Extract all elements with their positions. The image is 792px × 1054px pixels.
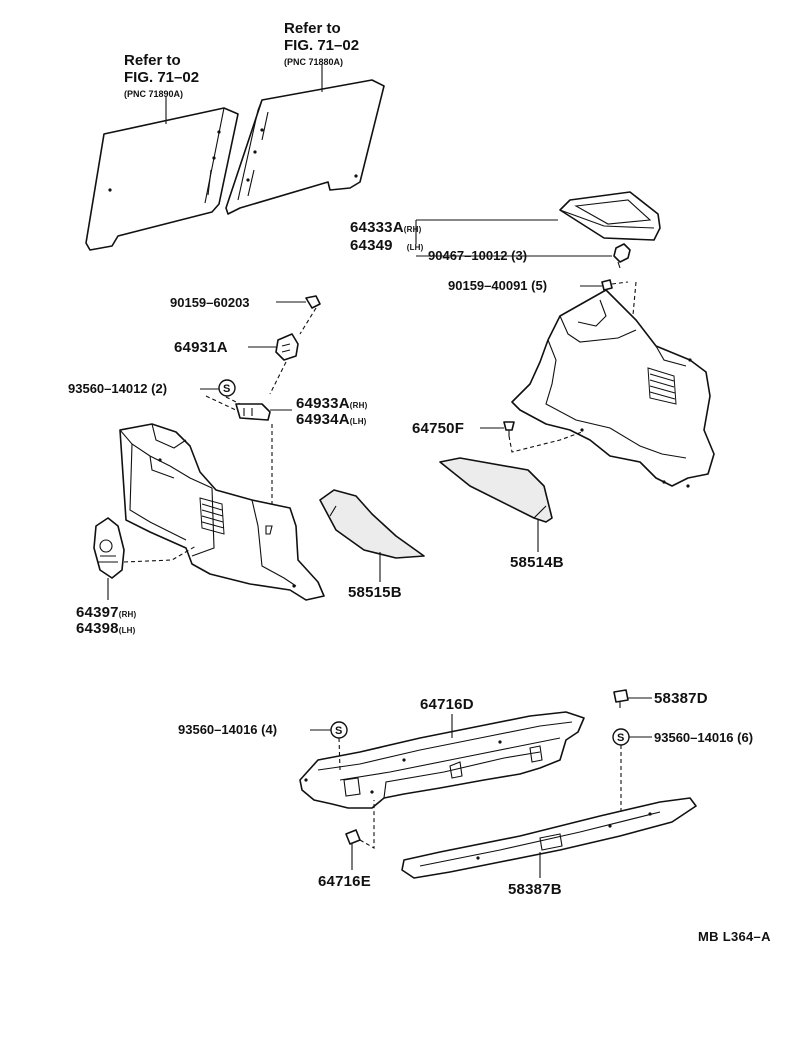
label-64333a: 64333A(RH) <box>350 219 422 236</box>
bracket-64933a <box>235 403 292 421</box>
side-trim-left <box>119 423 325 601</box>
label-64933a: 64933A(RH) <box>296 395 368 412</box>
screw-90159-40091 <box>580 279 629 291</box>
fastener-64750f <box>480 421 583 453</box>
label-64934a: 64934A(LH) <box>296 411 367 428</box>
trim-board-left <box>85 107 239 251</box>
label-64716d: 64716D <box>420 696 474 713</box>
trim-board-right <box>225 79 385 215</box>
ref-label-left: Refer to FIG. 71–02 (PNC 71890A) <box>124 52 200 99</box>
side-trim-right <box>511 289 715 488</box>
panel-58514b <box>439 457 553 523</box>
label-90467-10012: 90467–10012 (3) <box>428 248 528 263</box>
clip-90467 <box>613 243 631 269</box>
washer-93560-14016-6: S <box>612 728 652 818</box>
label-64398: 64398(LH) <box>76 620 136 637</box>
label-90159-40091: 90159–40091 (5) <box>448 278 548 293</box>
label-58387d: 58387D <box>654 690 708 707</box>
label-58515b: 58515B <box>348 584 402 601</box>
label-64397: 64397(RH) <box>76 604 137 621</box>
clip-58387d <box>613 689 652 708</box>
screw-90159-60203 <box>276 295 321 335</box>
sill-plate-58387b <box>401 797 697 879</box>
clip-64716e <box>345 800 375 870</box>
label-64349: 64349(LH) <box>350 237 424 254</box>
label-90159-60203: 90159–60203 <box>170 295 250 310</box>
label-58387b: 58387B <box>508 881 562 898</box>
svg-text:S: S <box>335 725 342 737</box>
bracket-64931a <box>248 333 299 395</box>
cover-64333a <box>559 191 661 241</box>
reinforcement-64716d <box>299 711 585 809</box>
diagram-code: MB L364–A <box>698 929 771 944</box>
washer-93560-14012: S <box>200 379 241 413</box>
label-58514b: 58514B <box>510 554 564 571</box>
panel-58515b <box>319 489 425 559</box>
label-64716e: 64716E <box>318 873 371 890</box>
svg-text:S: S <box>223 383 230 395</box>
svg-text:S: S <box>617 732 624 744</box>
label-64750f: 64750F <box>412 420 465 437</box>
washer-93560-14016-4: S <box>310 721 348 771</box>
bracket-64397 <box>93 517 197 600</box>
label-64931a: 64931A <box>174 339 228 356</box>
label-93560-14016-6: 93560–14016 (6) <box>654 730 754 745</box>
label-93560-14012: 93560–14012 (2) <box>68 381 168 396</box>
ref-label-right: Refer to FIG. 71–02 (PNC 71880A) <box>284 20 360 67</box>
label-93560-14016-4: 93560–14016 (4) <box>178 722 278 737</box>
